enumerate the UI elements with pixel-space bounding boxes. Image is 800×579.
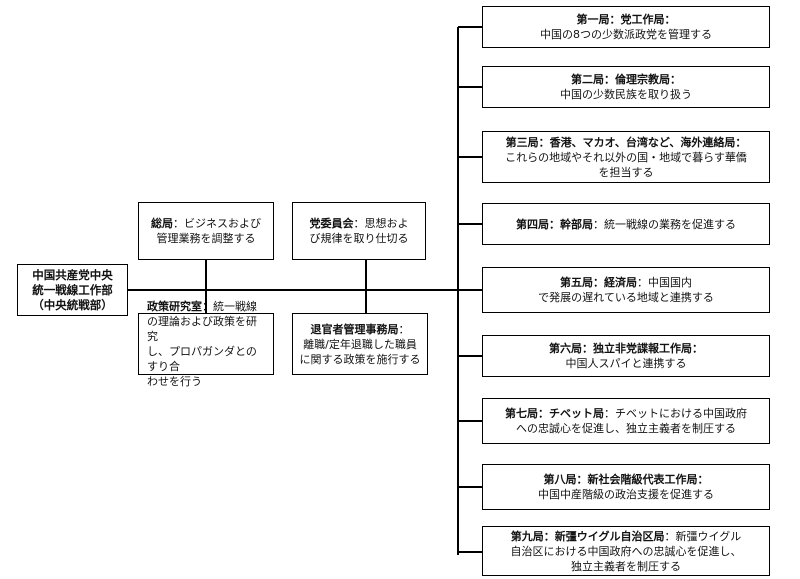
bureau-1-box: 第一局：党工作局： 中国の8つの少数派政党を管理する: [482, 6, 770, 48]
bureau-3-desc-1: これらの地域やそれ以外の国・地域で暮らす華僑: [505, 150, 747, 164]
retired-officials-sep: ：: [398, 322, 410, 336]
policy-research-desc-4: わせを行う: [147, 375, 202, 388]
bureau-4-desc-1: ：統一戦線の業務を促進する: [593, 217, 736, 231]
bureau-3-box: 第三局：香港、マカオ、台湾など、海外連絡局： これらの地域やそれ以外の国・地域で…: [482, 131, 770, 183]
root-department-box: 中国共産党中央 統一戦線工作部 （中央統戦部）: [17, 264, 128, 316]
policy-research-desc-2: の理論および政策を研究: [147, 315, 257, 343]
bureau-3-desc-2: を担当する: [598, 165, 654, 179]
policy-research-title: 政策研究室: [147, 300, 202, 313]
bureau-8-desc-1: 中国中産階級の政治支援を促進する: [538, 488, 714, 501]
root-line-2: 統一戦線工作部: [32, 282, 113, 297]
policy-research-office-box: 政策研究室：統一戦線 の理論および政策を研究 し、プロパガンダとのすり合 わせを…: [138, 300, 274, 388]
party-committee-title: 党委員会: [309, 217, 354, 230]
bureau-7-desc-2: への忠誠心を促進し、独立主義者を制圧する: [516, 422, 736, 435]
general-office-box: 総局：ビジネスおよび 管理業務を調整する: [138, 202, 274, 260]
bureau-9-desc-2: 自治区における中国政府への忠誠心を促進し、: [510, 544, 742, 558]
bureau-4-box: 第四局：幹部局：統一戦線の業務を促進する: [482, 203, 770, 245]
bureau-6-desc-1: 中国人スパイと連携する: [565, 357, 687, 370]
bureau-9-desc-1: ：新彊ウイグル: [664, 529, 742, 543]
bureau-8-box: 第八局：新社会階級代表工作局： 中国中産階級の政治支援を促進する: [482, 464, 770, 510]
bureau-8-title: 第八局：新社会階級代表工作局：: [543, 473, 709, 486]
bureau-9-desc-3: 独立主義者を制圧する: [571, 559, 681, 573]
bureau-4-title: 第四局：幹部局: [516, 217, 593, 231]
retired-officials-office-box: 退官者管理事務局： 離職/定年退職した職員 に関する政策を施行する: [292, 313, 428, 375]
bureau-7-title: 第七局：チベット局: [505, 407, 604, 420]
bureau-9-box: 第九局：新彊ウイグル自治区局：新彊ウイグル 自治区における中国政府への忠誠心を促…: [482, 526, 770, 576]
bureau-5-box: 第五局：経済局：中国国内 で発展の遅れている地域と連携する: [482, 267, 770, 313]
bureau-5-desc-2: で発展の遅れている地域と連携する: [538, 291, 714, 304]
policy-research-desc-3: し、プロパガンダとのすり合: [147, 345, 257, 373]
retired-officials-desc-2: に関する政策を施行する: [299, 352, 421, 366]
bureau-6-title: 第六局：独立非党諜報工作局：: [549, 342, 703, 355]
party-committee-box: 党委員会：思想およ び規律を取り仕切る: [292, 202, 426, 260]
bureau-7-desc-1: ：チベットにおける中国政府: [604, 407, 747, 420]
general-office-desc-2: 管理業務を調整する: [156, 232, 256, 245]
general-office-title: 総局: [151, 217, 173, 230]
bureau-2-title: 第二局：倫理宗教局：: [571, 73, 681, 86]
bureau-1-desc-1: 中国の8つの少数派政党を管理する: [540, 28, 712, 41]
bureau-3-title: 第三局：香港、マカオ、台湾など、海外連絡局：: [505, 135, 747, 149]
bureau-5-title: 第五局：経済局: [560, 276, 637, 289]
general-office-desc-1: ビジネスおよび: [184, 217, 261, 230]
general-office-sep: ：: [173, 217, 184, 230]
bureau-5-desc-1: ：中国国内: [637, 276, 692, 289]
retired-officials-title: 退官者管理事務局: [310, 322, 399, 336]
party-committee-desc-2: び規律を取り仕切る: [309, 232, 409, 245]
party-committee-sep: ：: [353, 217, 365, 230]
bureau-9-title: 第九局：新彊ウイグル自治区局: [510, 529, 665, 543]
policy-research-sep: ：: [202, 300, 213, 313]
bureau-6-box: 第六局：独立非党諜報工作局： 中国人スパイと連携する: [482, 335, 770, 377]
bureau-2-box: 第二局：倫理宗教局： 中国の少数民族を取り扱う: [482, 66, 770, 108]
bureau-2-desc-1: 中国の少数民族を取り扱う: [560, 88, 692, 101]
bureau-7-box: 第七局：チベット局：チベットにおける中国政府 への忠誠心を促進し、独立主義者を制…: [482, 398, 770, 444]
root-line-3: （中央統戦部）: [32, 297, 113, 312]
party-committee-desc-1: 思想およ: [364, 217, 409, 230]
policy-research-desc-1: 統一戦線: [213, 300, 257, 313]
bureau-1-title: 第一局：党工作局：: [576, 13, 676, 26]
root-line-1: 中国共産党中央: [32, 267, 113, 282]
retired-officials-desc-1: 離職/定年退職した職員: [303, 337, 417, 351]
